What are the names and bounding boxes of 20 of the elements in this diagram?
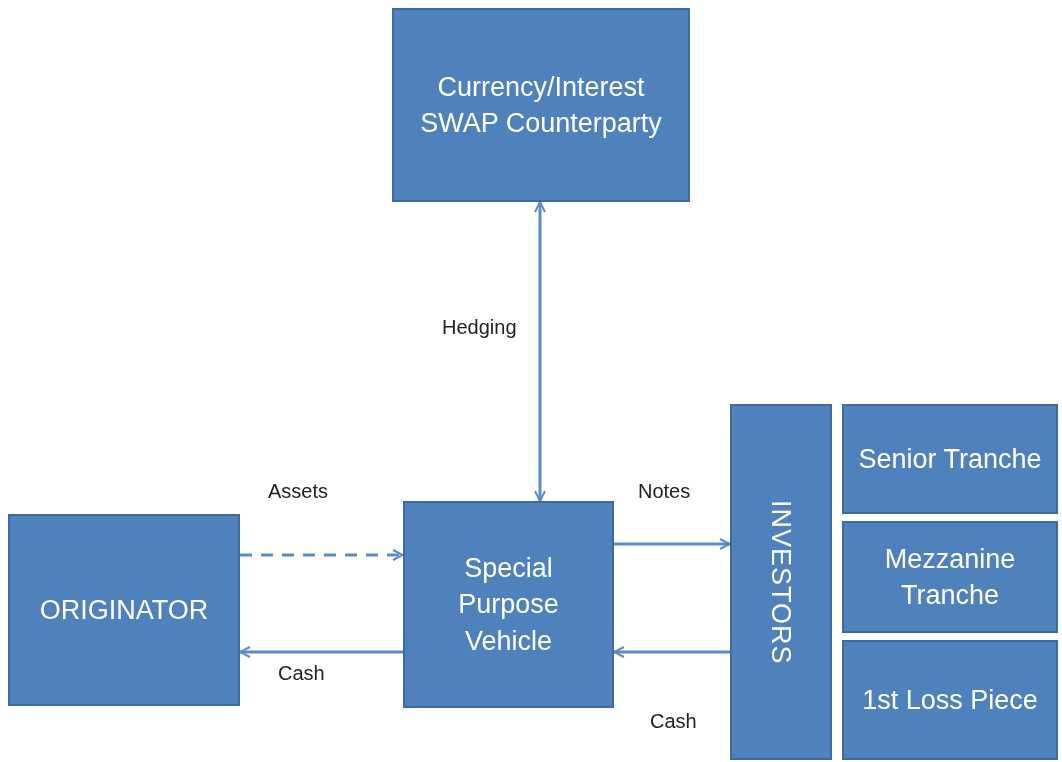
process-box xyxy=(842,640,1058,760)
arrow xyxy=(614,538,731,550)
arrow xyxy=(534,201,546,502)
edge-label: Hedging xyxy=(440,316,519,339)
process-box xyxy=(403,501,614,708)
process-box xyxy=(842,404,1058,514)
box-label: Currency/Interest SWAP Counterparty xyxy=(419,70,663,140)
arrow xyxy=(240,549,404,561)
box-label: 1st Loss Piece xyxy=(862,683,1038,717)
box-label: Special Purpose Vehicle xyxy=(457,551,560,658)
process-box xyxy=(8,514,240,706)
box-label: ORIGINATOR xyxy=(39,593,209,627)
arrow xyxy=(239,646,403,658)
box-label: Mezzanine Tranche xyxy=(883,542,1017,612)
box-label: Senior Tranche xyxy=(858,442,1042,476)
box-label: INVESTORS xyxy=(765,499,798,665)
process-box xyxy=(842,521,1058,633)
arrow xyxy=(613,646,730,658)
process-box xyxy=(730,404,832,760)
process-box xyxy=(392,8,690,202)
